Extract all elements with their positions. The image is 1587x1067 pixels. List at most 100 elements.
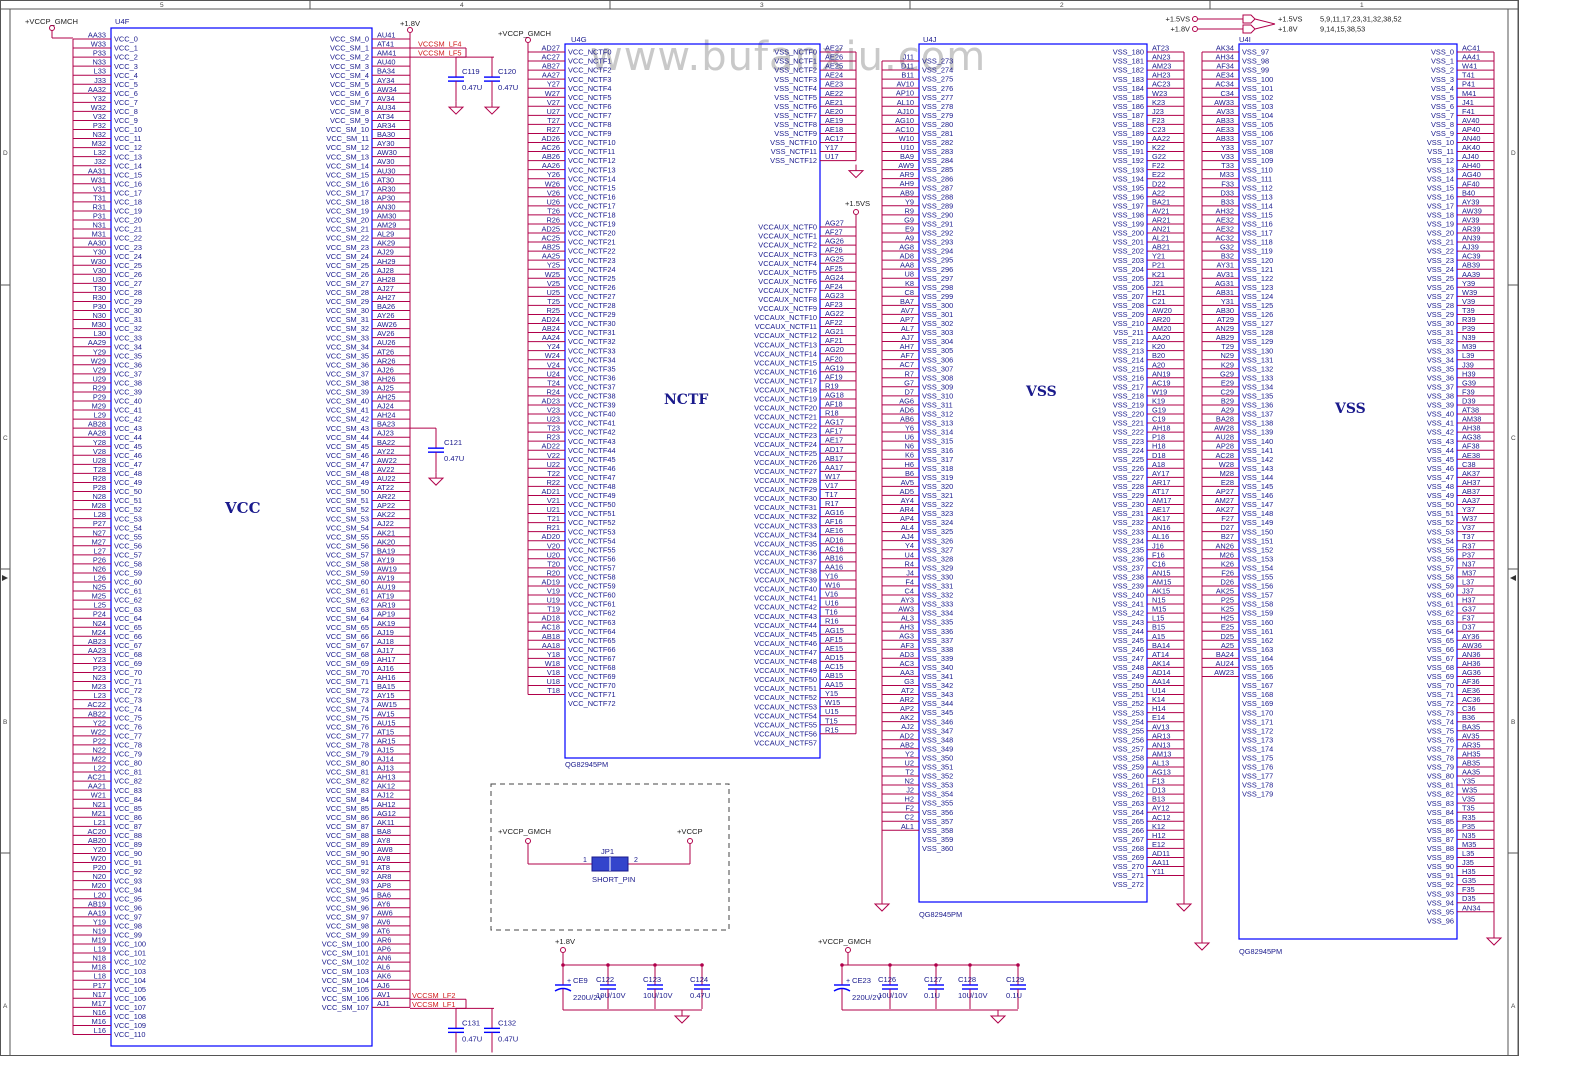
ball-number: AE21 [825, 98, 843, 107]
pin-name: VSS_273 [922, 57, 953, 66]
ball-number: Y17 [825, 143, 838, 152]
ball-number: Y32 [93, 94, 106, 103]
ball-number: AE15 [825, 644, 843, 653]
ground-symbol [447, 106, 465, 115]
pin-name: VSS_309 [922, 382, 953, 391]
ball-number: AB39 [1462, 261, 1480, 270]
ball-number: K25 [1221, 605, 1234, 614]
ball-number: T29 [1221, 342, 1234, 351]
pin-name: VCC_NCTF68 [568, 663, 616, 672]
ball-number: AN13 [1152, 740, 1171, 749]
ball-number: AM30 [377, 212, 396, 221]
ball-number: AC32 [1216, 234, 1235, 243]
pin-name: VSS_NCTF5 [774, 93, 817, 102]
ball-number: B6 [905, 469, 914, 478]
ball-number: AU26 [377, 338, 396, 347]
ball-number: AF7 [900, 351, 914, 360]
ball-number: B20 [1152, 351, 1165, 360]
pin-name: VSS_268 [1113, 844, 1144, 853]
ball-number: R35 [1462, 813, 1476, 822]
ball-number: AC36 [1462, 695, 1481, 704]
pin-name: VSS_266 [1113, 826, 1144, 835]
u4g-body [564, 43, 821, 759]
pin-name: VCC_82 [114, 777, 142, 786]
ball-number: AD20 [542, 532, 561, 541]
pin-name: VCC_SM_70 [326, 668, 369, 677]
ball-number: AR26 [377, 356, 396, 365]
ball-number: B36 [1462, 713, 1475, 722]
pin-name: VCC_11 [114, 134, 141, 143]
ball-number: AB17 [825, 454, 843, 463]
pin-name: VCC_SM_58 [326, 560, 369, 569]
ball-number: A9 [905, 234, 914, 243]
ball-number: Y16 [825, 571, 838, 580]
pin-name: VSS_274 [922, 66, 953, 75]
pin-name: VSS_50 [1427, 500, 1454, 509]
pin-name: VSS_255 [1113, 726, 1144, 735]
pin-name: VSS_245 [1113, 636, 1144, 645]
border-row-label: D [3, 150, 8, 157]
pin-name: VSS_175 [1242, 754, 1273, 763]
pin-name: VCCAUX_NCTF27 [754, 467, 817, 476]
pin-name: VSS_123 [1242, 283, 1273, 292]
ball-number: A29 [1221, 406, 1234, 415]
pin-name: VSS_3 [1431, 75, 1454, 84]
pin-name: VSS_110 [1242, 165, 1273, 174]
pin-name: VCC_NCTF70 [568, 681, 616, 690]
ground-symbol [483, 106, 501, 115]
pin-name: VCC_SM_3 [330, 62, 369, 71]
pin-name: VSS_2 [1431, 66, 1454, 75]
ball-number: BA30 [377, 130, 395, 139]
pin-name: VCC_34 [114, 342, 142, 351]
pin-name: VCC_86 [114, 813, 142, 822]
pin-name: VCC_44 [114, 433, 142, 442]
ball-number: AW15 [377, 700, 397, 709]
ball-number: AJ40 [1462, 152, 1479, 161]
ball-number: T15 [825, 716, 838, 725]
pin-name: VCC_SM_44 [326, 433, 369, 442]
pin-name: VSS_180 [1113, 48, 1144, 57]
ball-number: AF17 [825, 427, 843, 436]
pin-name: VSS_NCTF2 [774, 66, 817, 75]
ball-number: F33 [1221, 179, 1234, 188]
ball-number: AT17 [1152, 487, 1169, 496]
pin-name: VCC_97 [114, 912, 142, 921]
ball-number: AN36 [1462, 650, 1481, 659]
pin-name: VSS_333 [922, 600, 953, 609]
pin-name: VSS_163 [1242, 645, 1273, 654]
pin-name: VSS_169 [1242, 699, 1273, 708]
ball-number: P20 [93, 863, 106, 872]
ball-number: AF18 [825, 400, 843, 409]
pin-name: VCC_31 [114, 315, 142, 324]
pin-name: VSS_192 [1113, 156, 1144, 165]
ball-number: AB27 [542, 62, 560, 71]
pin-name: VSS_14 [1427, 174, 1454, 183]
pin-name: VSS_354 [922, 790, 953, 799]
pin-name: VSS_108 [1242, 147, 1273, 156]
ball-number: AR4 [900, 505, 914, 514]
pin-name: VSS_17 [1427, 201, 1454, 210]
ball-number: AD16 [825, 535, 844, 544]
ball-number: D37 [1462, 623, 1476, 632]
pin-name: VSS_99 [1242, 66, 1269, 75]
ball-number: M20 [92, 881, 106, 890]
pin-name: VSS_171 [1242, 717, 1273, 726]
pin-name: VCC_NCTF8 [568, 120, 612, 129]
ball-number: AG24 [825, 273, 844, 282]
ball-number: AA33 [88, 31, 106, 40]
ball-number: AC10 [896, 125, 915, 134]
pin-name: VCCAUX_NCTF3 [758, 250, 817, 259]
pin-name: VCC_SM_37 [326, 369, 369, 378]
pin-name: VCC_49 [114, 478, 142, 487]
pin-name: VCC_SM_64 [326, 614, 369, 623]
pin-name: VCC_51 [114, 496, 142, 505]
pin-name: VCC_NCTF51 [568, 509, 616, 518]
pin-name: VCC_40 [114, 397, 142, 406]
ball-number: AC23 [1152, 80, 1171, 89]
ball-number: AF36 [1462, 677, 1480, 686]
ball-number: N16 [92, 1008, 106, 1017]
pin-name: VCC_SM_16 [326, 179, 369, 188]
pin-name: VCC_19 [114, 207, 142, 216]
pin-name: VCC_NCTF27 [568, 292, 616, 301]
ball-number: T30 [93, 284, 106, 293]
